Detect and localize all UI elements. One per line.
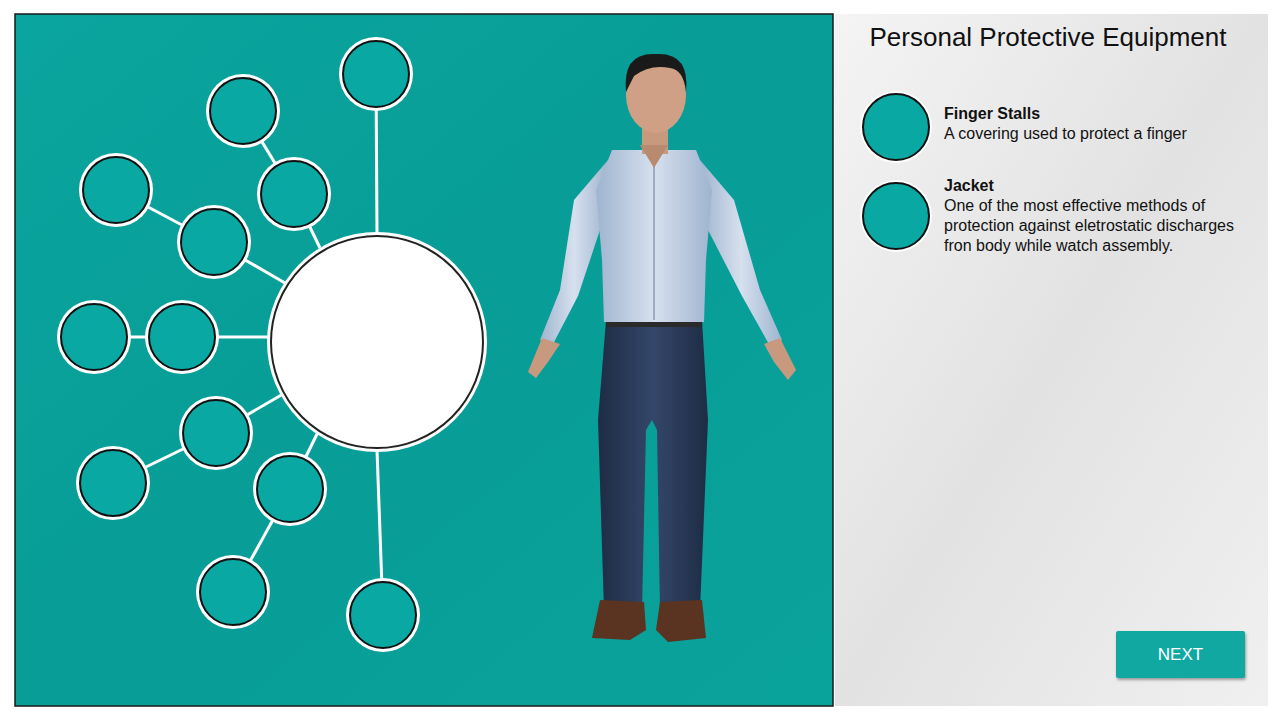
side-circles xyxy=(860,91,932,252)
slide-title: Personal Protective Equipment xyxy=(836,22,1260,53)
teal-circles xyxy=(57,37,420,652)
item-heading: Jacket xyxy=(944,177,1264,195)
item-description: One of the most effective methods of pro… xyxy=(944,196,1262,256)
next-button: NEXT xyxy=(1116,631,1245,678)
teal-panel xyxy=(15,14,833,706)
person-figure xyxy=(528,54,796,642)
button-label: NEXT xyxy=(1158,645,1203,665)
item-heading: Finger Stalls xyxy=(944,105,1264,123)
hub-circle xyxy=(267,232,487,452)
side-panel xyxy=(835,14,1268,706)
item-description: A covering used to protect a finger xyxy=(944,124,1264,144)
